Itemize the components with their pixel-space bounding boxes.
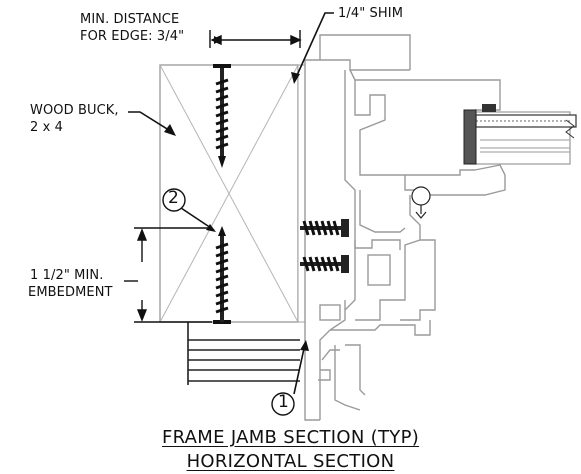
min-distance-label: MIN. DISTANCE FOR EDGE: 3/4" [80, 12, 185, 44]
window-frame [304, 34, 506, 421]
callout-circle-1 [271, 392, 295, 416]
screw-top [213, 64, 231, 168]
edge-dimension [209, 30, 302, 48]
shim [297, 64, 306, 323]
anchor-screw-lower [300, 255, 349, 273]
callout-2-number: 2 [168, 188, 179, 208]
wood-buck-label: WOOD BUCK, 2 x 4 [30, 103, 119, 135]
shim-label: 1/4" SHIM [338, 6, 404, 21]
drawing-subtitle: HORIZONTAL SECTION [186, 451, 395, 472]
callout-1-number: 1 [278, 392, 289, 412]
wall-below [187, 322, 300, 385]
weep-detail [411, 186, 431, 219]
anchor-screw-upper [300, 219, 349, 237]
drawing-title: FRAME JAMB SECTION (TYP) [161, 427, 420, 448]
leader-arrowheads [164, 72, 309, 351]
callout-circle-2 [162, 188, 186, 212]
glazing-unit [463, 104, 577, 165]
embedment-dimension [124, 227, 212, 323]
screw-bottom [213, 226, 231, 324]
embedment-label: 1 1/2" MIN. EMBEDMENT [28, 268, 113, 300]
